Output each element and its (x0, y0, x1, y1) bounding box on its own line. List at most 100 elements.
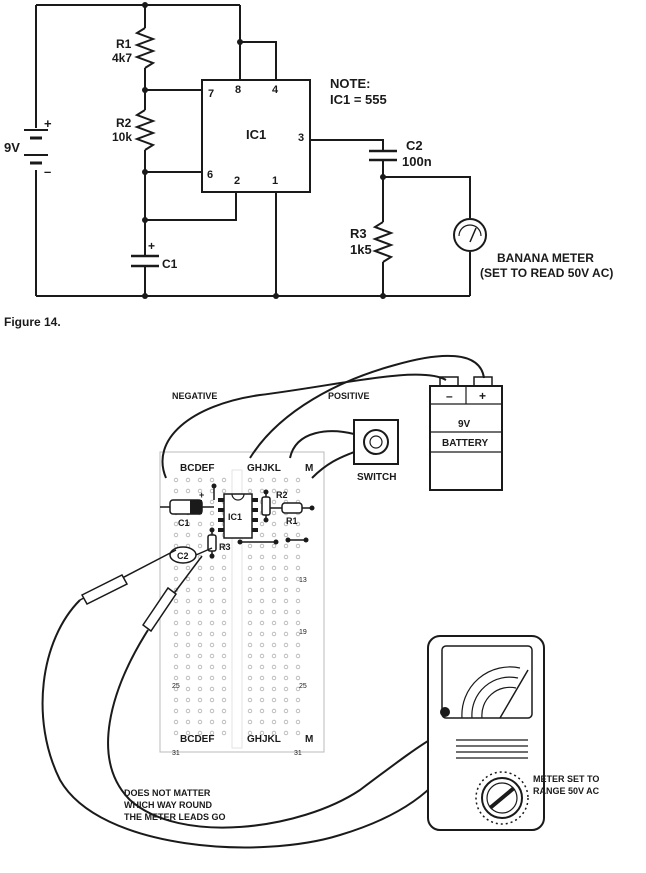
breadboard-hole (247, 664, 253, 670)
breadboard-hole (209, 565, 215, 571)
breadboard-hole (271, 576, 277, 582)
breadboard-hole (283, 675, 289, 681)
breadboard-hole (259, 642, 265, 648)
breadboard-hole (173, 488, 179, 494)
breadboard-hole (271, 708, 277, 714)
breadboard-hole (209, 598, 215, 604)
breadboard-hole (197, 521, 203, 527)
r1-value: 4k7 (112, 51, 132, 65)
c2-name: C2 (406, 138, 423, 153)
breadboard-hole (221, 708, 227, 714)
breadboard-hole (283, 686, 289, 692)
breadboard-hole (247, 488, 253, 494)
capacitor-c1 (131, 254, 159, 268)
note-line-2: IC1 = 555 (330, 92, 387, 107)
breadboard-hole (221, 609, 227, 615)
breadboard-hole (173, 686, 179, 692)
breadboard-hole (271, 653, 277, 659)
breadboard-hole (247, 598, 253, 604)
breadboard-hole (295, 620, 301, 626)
breadboard-hole (295, 719, 301, 725)
breadboard-hole (295, 488, 301, 494)
meter-note-line-2: RANGE 50V AC (533, 786, 600, 796)
breadboard-hole (185, 697, 191, 703)
breadboard-hole (295, 521, 301, 527)
breadboard-hole (271, 631, 277, 637)
negative-wire (161, 373, 447, 479)
breadboard-hole (209, 576, 215, 582)
breadboard-hole (221, 730, 227, 736)
breadboard-hole (197, 631, 203, 637)
breadboard-hole (271, 499, 277, 505)
breadboard-hole (173, 653, 179, 659)
breadboard-hole (271, 730, 277, 736)
breadboard-hole (209, 708, 215, 714)
breadboard-hole (259, 554, 265, 560)
breadboard-hole (295, 532, 301, 538)
breadboard-hole (197, 686, 203, 692)
c2-on-board (169, 546, 213, 564)
breadboard-hole (185, 653, 191, 659)
breadboard-hole (247, 543, 253, 549)
breadboard-hole (173, 565, 179, 571)
breadboard-hole (173, 642, 179, 648)
breadboard-hole (185, 620, 191, 626)
pin-4-label: 4 (272, 84, 279, 96)
breadboard-hole (271, 554, 277, 560)
breadboard-hole (197, 587, 203, 593)
meter-probe-1 (79, 549, 177, 605)
breadboard-hole (185, 598, 191, 604)
breadboard-hole (295, 543, 301, 549)
breadboard-hole (271, 521, 277, 527)
breadboard-hole (295, 697, 301, 703)
breadboard-hole (271, 477, 277, 483)
breadboard-hole (197, 488, 203, 494)
junction-dots (142, 2, 386, 299)
breadboard-hole (295, 565, 301, 571)
breadboard-hole (295, 730, 301, 736)
breadboard-hole (271, 488, 277, 494)
breadboard-hole (185, 686, 191, 692)
meter-label-line-2: (SET TO READ 50V AC) (480, 266, 613, 280)
r2-value: 10k (112, 130, 132, 144)
breadboard-hole (247, 697, 253, 703)
breadboard-hole (185, 730, 191, 736)
breadboard-hole (221, 653, 227, 659)
battery-minus-terminal-label: – (446, 389, 453, 403)
breadboard-hole (271, 697, 277, 703)
c1-plus-sign: + (148, 239, 155, 253)
breadboard-hole (247, 730, 253, 736)
breadboard-hole (295, 598, 301, 604)
breadboard-hole (295, 587, 301, 593)
breadboard-hole (209, 719, 215, 725)
breadboard-hole (283, 653, 289, 659)
breadboard-hole (209, 609, 215, 615)
breadboard-hole (283, 609, 289, 615)
breadboard-hole (283, 565, 289, 571)
breadboard-hole (247, 576, 253, 582)
multimeter (427, 635, 545, 831)
breadboard-hole (259, 565, 265, 571)
leads-note-line-2: WHICH WAY ROUND (124, 800, 213, 810)
breadboard-hole (247, 631, 253, 637)
breadboard-hole (283, 631, 289, 637)
breadboard-hole (259, 664, 265, 670)
ic1-body (201, 79, 311, 193)
breadboard-hole (185, 719, 191, 725)
breadboard-hole (173, 576, 179, 582)
c1-label-on-board: C1 (178, 518, 190, 528)
breadboard-hole (283, 521, 289, 527)
breadboard-hole (185, 565, 191, 571)
breadboard-hole (185, 631, 191, 637)
battery-symbol (24, 129, 48, 165)
figure-caption: Figure 14. (4, 315, 61, 329)
breadboard-hole (197, 543, 203, 549)
breadboard-hole (209, 587, 215, 593)
breadboard-hole (173, 598, 179, 604)
breadboard-hole (173, 620, 179, 626)
breadboard-hole (221, 554, 227, 560)
switch (353, 419, 399, 465)
resistor-r2 (134, 109, 156, 151)
breadboard-hole (247, 642, 253, 648)
breadboard-hole (185, 675, 191, 681)
